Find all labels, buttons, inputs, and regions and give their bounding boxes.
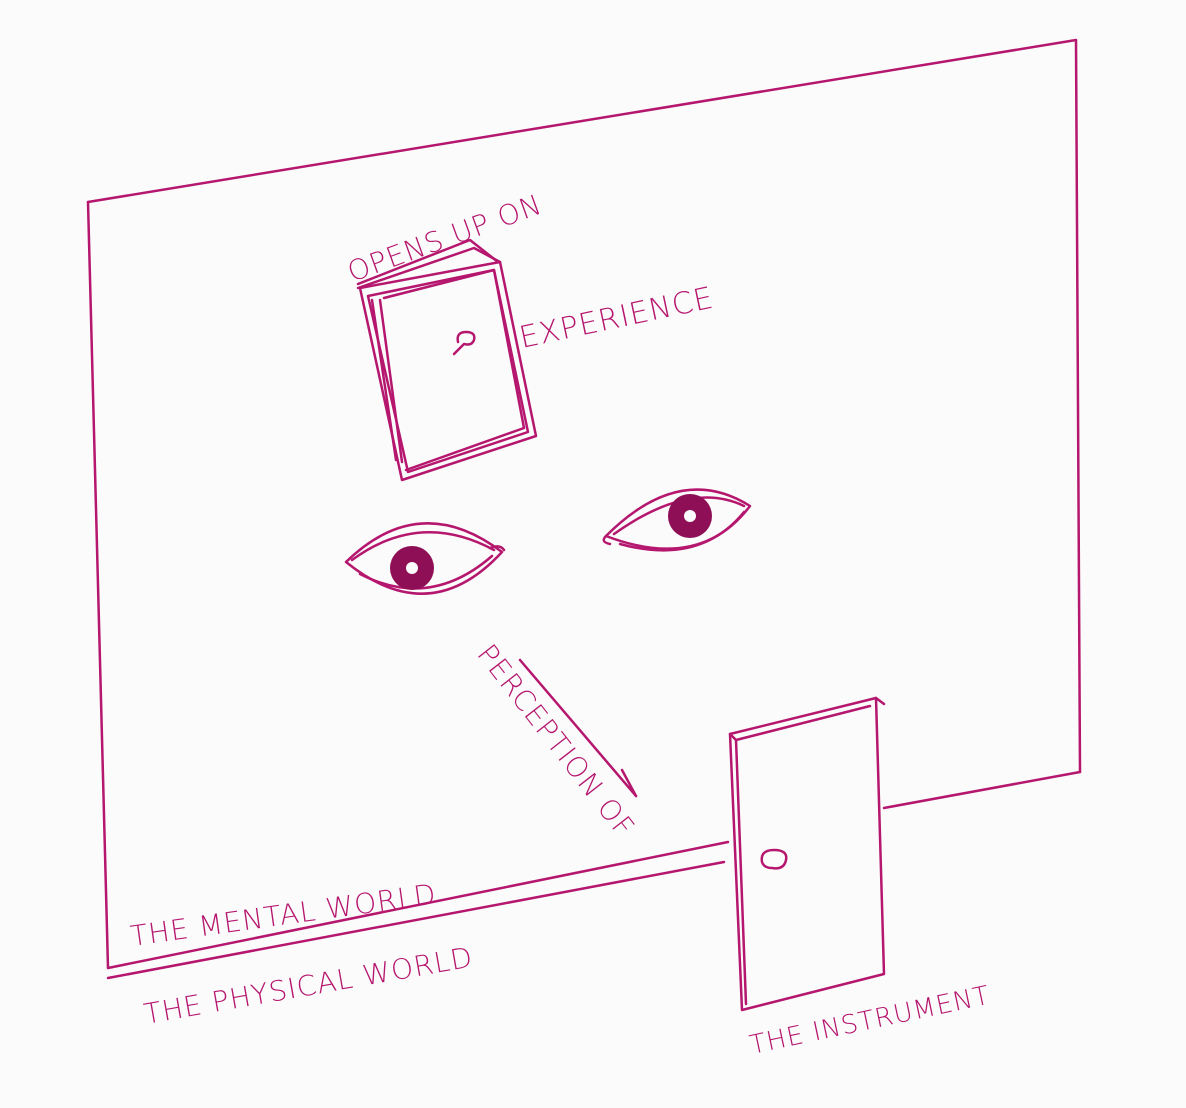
instrument-label: THE INSTRUMENT	[747, 981, 993, 1061]
physical-world-line	[106, 860, 726, 980]
door-icon	[728, 696, 886, 1012]
physical-world-label: THE PHYSICAL WORLD	[141, 941, 475, 1031]
eye-icon	[344, 522, 506, 595]
eye-pupil-highlight	[684, 510, 696, 522]
eye-pupil-highlight	[406, 562, 418, 574]
mental-world-plane	[86, 38, 1082, 970]
perception-arrow	[518, 658, 638, 798]
experience-label: EXPERIENCE	[516, 281, 717, 356]
mental-world-label: THE MENTAL WORLD	[128, 877, 438, 953]
perception-of-label: PERCEPTION OF	[470, 638, 641, 844]
open-door-icon	[356, 238, 538, 482]
